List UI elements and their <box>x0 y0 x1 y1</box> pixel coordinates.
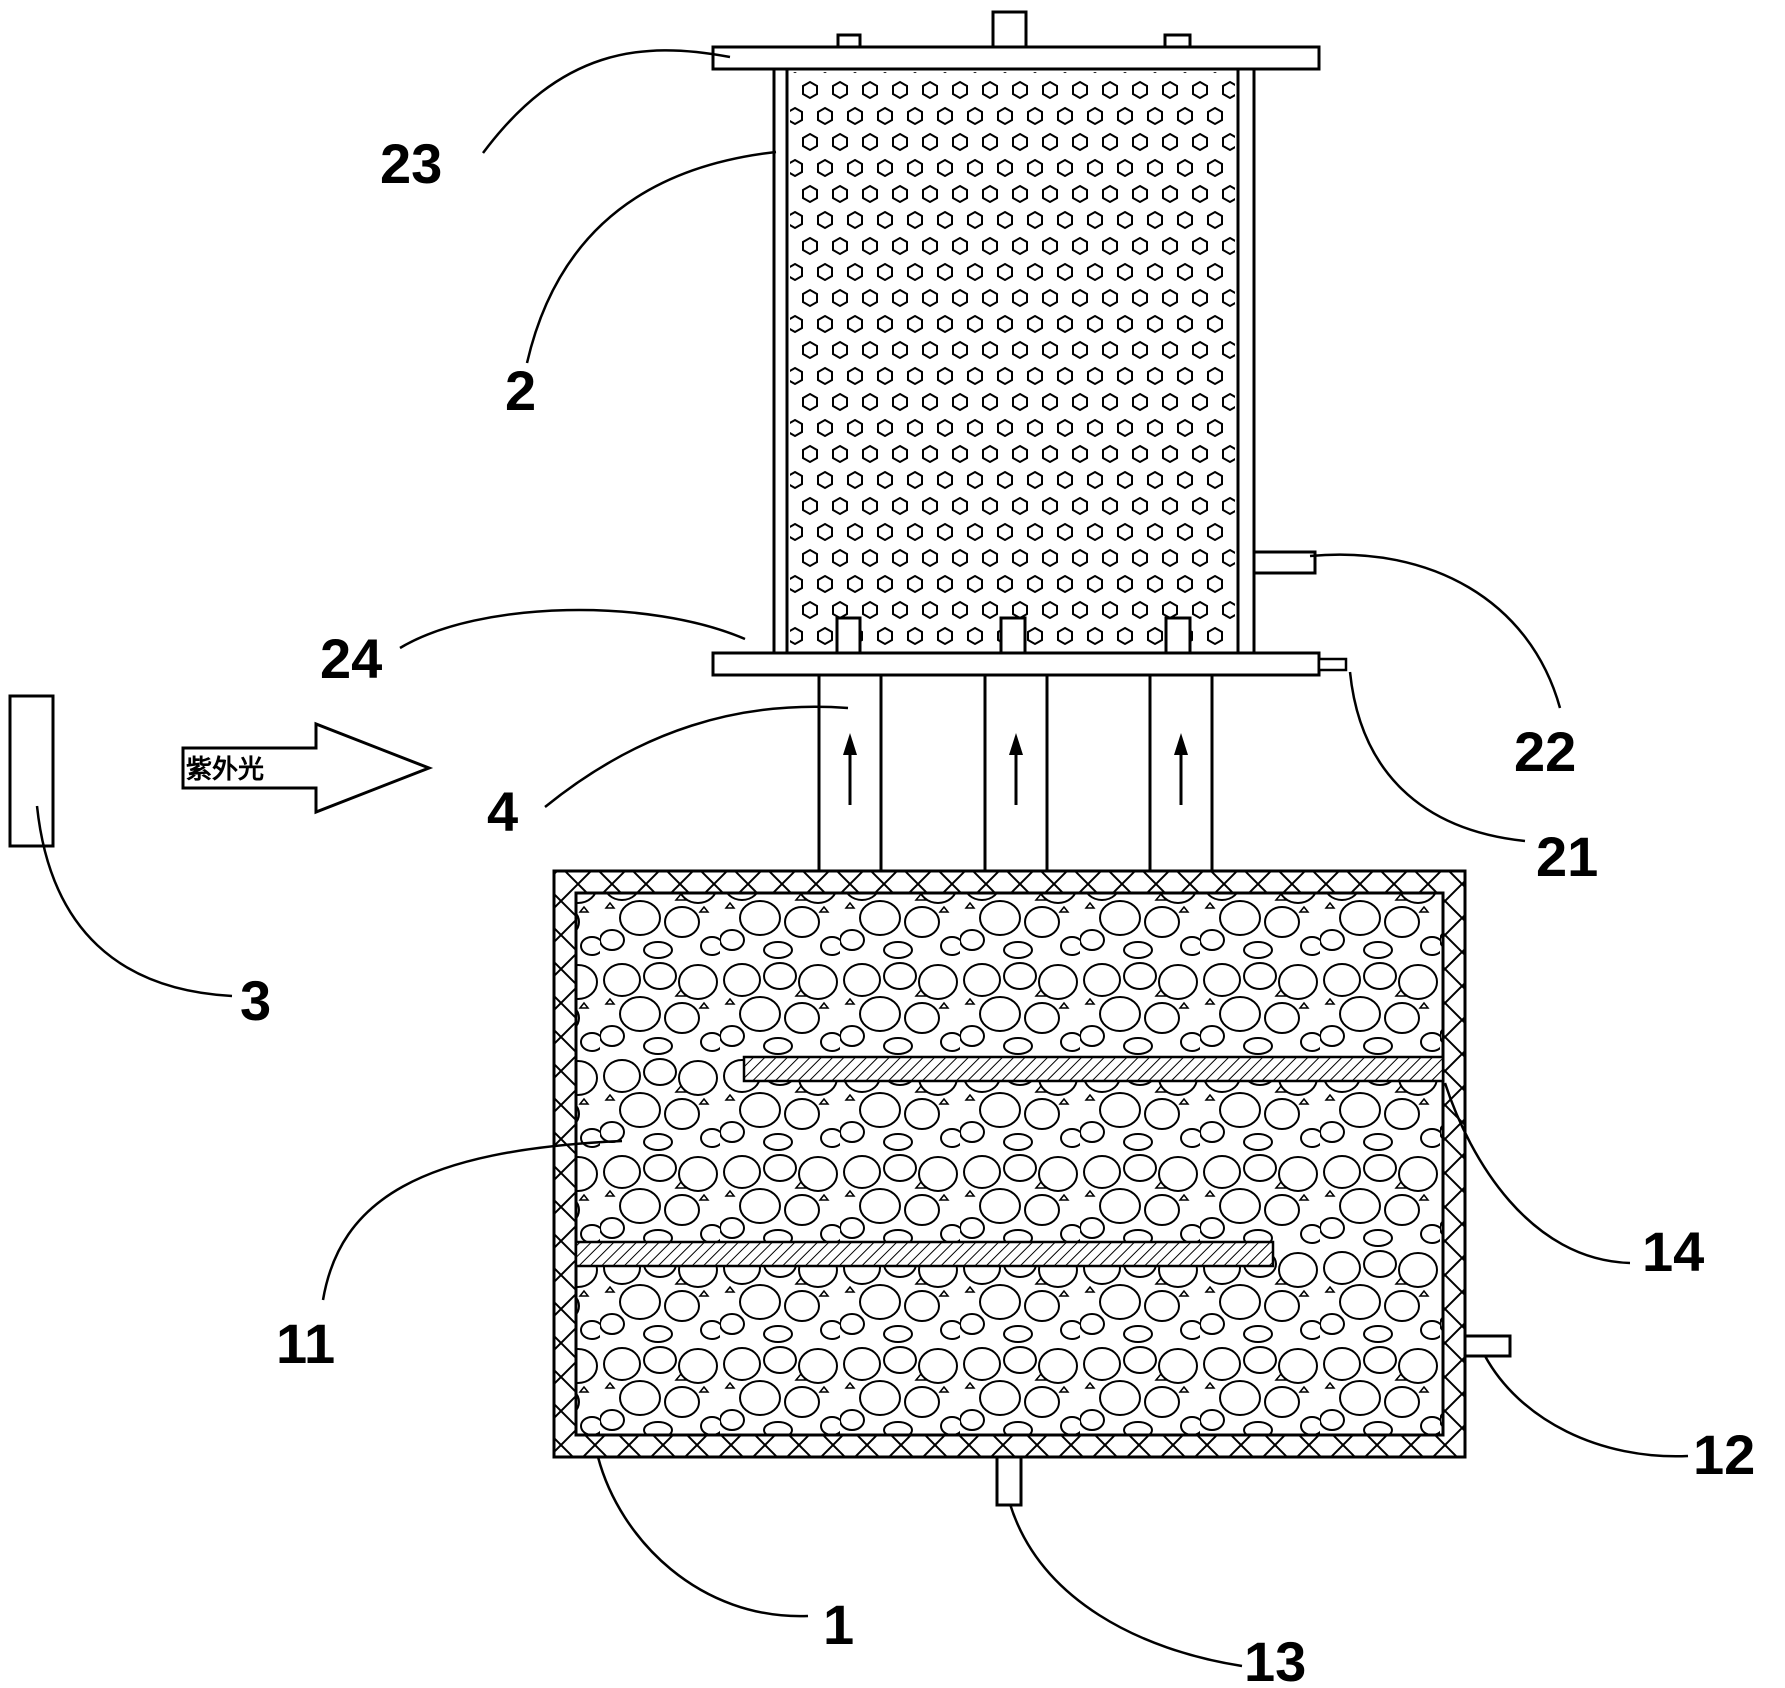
label-12: 12 <box>1693 1423 1755 1486</box>
leader-14 <box>1443 1082 1631 1265</box>
label-13: 13 <box>1244 1630 1306 1688</box>
leader-23 <box>481 49 731 154</box>
small-port <box>1317 657 1348 672</box>
leader-24 <box>399 608 746 650</box>
label-24: 24 <box>320 627 382 690</box>
flow-arrowhead-right <box>1174 733 1188 755</box>
uv-source: 紫外光 <box>8 694 434 848</box>
baffle-upper-hatch <box>744 1057 1443 1081</box>
flow-arrowhead-left <box>843 733 857 755</box>
column-assembly <box>711 10 1348 677</box>
connecting-pipes <box>817 673 1214 873</box>
vessel-side-outlet <box>1463 1334 1512 1358</box>
reference-numerals: 23 2 24 4 3 22 21 11 14 12 1 13 <box>240 132 1755 1688</box>
leader-12 <box>1483 1355 1689 1458</box>
leader-3 <box>35 805 233 998</box>
label-2: 2 <box>505 359 536 422</box>
leader-1 <box>596 1456 809 1618</box>
filter-media <box>574 891 1445 1437</box>
uv-arrow-text: 紫外光 <box>186 755 264 785</box>
vessel-bottom-outlet <box>995 1455 1023 1507</box>
side-outlet <box>1252 550 1317 575</box>
leader-11 <box>321 1139 623 1301</box>
label-11: 11 <box>276 1312 335 1375</box>
label-21: 21 <box>1536 825 1598 888</box>
uv-lamp <box>8 694 55 848</box>
lower-vessel <box>552 869 1512 1507</box>
uv-arrow <box>181 721 434 815</box>
bottom-nozzle-center <box>999 616 1027 655</box>
label-3: 3 <box>240 969 271 1032</box>
label-23: 23 <box>380 132 442 195</box>
baffle-lower-hatch <box>576 1242 1273 1266</box>
label-1: 1 <box>823 1593 854 1656</box>
flow-arrowhead-center <box>1009 733 1023 755</box>
top-nozzle-center <box>991 10 1028 49</box>
top-nozzle-right <box>1163 33 1192 49</box>
leader-lines <box>35 49 1689 1668</box>
bottom-nozzle-left <box>835 616 862 655</box>
leader-4 <box>544 705 849 808</box>
bottom-flange <box>711 651 1321 677</box>
leader-2 <box>525 150 777 364</box>
label-14: 14 <box>1642 1220 1704 1283</box>
label-4: 4 <box>487 780 518 843</box>
top-nozzle-left <box>836 33 862 49</box>
bottom-nozzle-right <box>1164 616 1192 655</box>
column-packing <box>790 72 1235 650</box>
top-flange <box>711 45 1321 71</box>
label-22: 22 <box>1514 720 1576 783</box>
leader-13 <box>1008 1503 1243 1668</box>
leader-22 <box>1309 553 1562 709</box>
leader-21 <box>1348 671 1526 843</box>
